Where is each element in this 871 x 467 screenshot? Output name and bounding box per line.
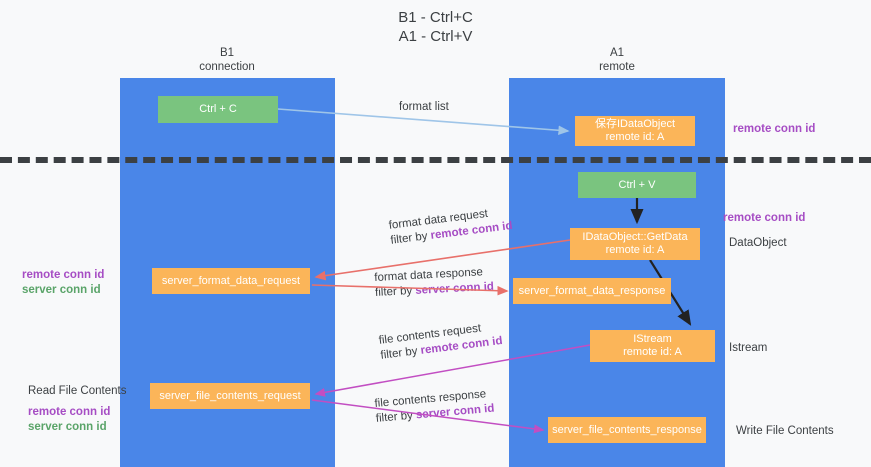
- annotation-istream-text: Istream: [729, 342, 768, 354]
- node-istream-sublabel: remote id: A: [623, 346, 682, 358]
- node-ctrl-c-label: Ctrl + C: [199, 103, 237, 115]
- node-server-format-data-request[interactable]: server_format_data_request: [152, 268, 310, 294]
- column-header-b1-line1: B1: [219, 47, 235, 59]
- phase-divider: [0, 157, 871, 163]
- annotation-remote-conn-id-top-text: remote conn id: [733, 123, 816, 135]
- node-server-file-contents-request[interactable]: server_file_contents_request: [150, 383, 310, 409]
- page-title: B1 - Ctrl+C A1 - Ctrl+V: [0, 8, 871, 46]
- filter-prefix: filter by: [389, 229, 432, 247]
- edge-label-file-contents-request: file contents request filter by remote c…: [378, 319, 503, 364]
- node-getdata-sublabel: remote id: A: [605, 244, 665, 256]
- column-header-a1-line1: A1: [609, 47, 625, 59]
- annotation-dataobject: DataObject: [729, 236, 787, 251]
- title-line-2: A1 - Ctrl+V: [398, 28, 473, 45]
- edge-label-format-data-request: format data request filter by remote con…: [388, 204, 513, 249]
- title-line-1: B1 - Ctrl+C: [398, 9, 473, 26]
- annotation-left-bottom-remote-conn-id: remote conn id: [28, 406, 111, 418]
- node-server-file-contents-response[interactable]: server_file_contents_response: [548, 417, 706, 443]
- node-ctrl-v[interactable]: Ctrl + V: [578, 172, 696, 198]
- annotation-write-file-contents-text: Write File Contents: [736, 425, 834, 437]
- filter-prefix: filter by: [374, 284, 416, 299]
- annotation-left-conn-ids: remote conn id server conn id: [22, 268, 104, 298]
- filter-key-server-conn-id: server conn id: [415, 280, 495, 297]
- filter-prefix: filter by: [375, 409, 417, 425]
- edge-label-format-list-text: format list: [399, 101, 449, 113]
- node-idataobject-getdata[interactable]: IDataObject::GetData remote id: A: [570, 228, 700, 260]
- annotation-read-file-contents: Read File Contents remote conn id server…: [28, 384, 126, 435]
- node-server-file-contents-request-label: server_file_contents_request: [159, 389, 301, 402]
- annotation-read-file-contents-text: Read File Contents: [28, 385, 127, 397]
- annotation-left-bottom-server-conn-id: server conn id: [28, 421, 107, 433]
- node-idataobject[interactable]: 保存IDataObject remote id: A: [575, 116, 695, 146]
- annotation-write-file-contents: Write File Contents: [736, 424, 834, 439]
- annotation-remote-conn-id-mid-text: remote conn id: [723, 212, 806, 224]
- edge-label-format-data-response: format data response filter by server co…: [374, 265, 494, 301]
- annotation-remote-conn-id-mid: remote conn id: [723, 211, 805, 226]
- node-server-format-data-response[interactable]: server_format_data_response: [513, 278, 671, 304]
- node-server-format-data-request-label: server_format_data_request: [161, 274, 301, 287]
- annotation-left-remote-conn-id: remote conn id: [22, 269, 105, 281]
- annotation-dataobject-text: DataObject: [729, 237, 787, 249]
- node-server-format-data-response-label: server_format_data_response: [518, 284, 666, 297]
- column-header-b1-line2: connection: [199, 61, 255, 73]
- edge-label-file-contents-response: file contents response filter by server …: [374, 387, 495, 427]
- column-header-b1: B1 connection: [147, 46, 307, 74]
- filter-prefix: filter by: [379, 344, 422, 362]
- node-istream[interactable]: IStream remote id: A: [590, 330, 715, 362]
- annotation-remote-conn-id-top: remote conn id: [733, 122, 815, 137]
- node-idataobject-sublabel: remote id: A: [605, 131, 665, 143]
- node-istream-label: IStream: [633, 333, 672, 345]
- node-ctrl-c[interactable]: Ctrl + C: [158, 96, 278, 123]
- column-header-a1-line2: remote: [599, 61, 635, 73]
- annotation-left-server-conn-id: server conn id: [22, 284, 101, 296]
- column-header-a1: A1 remote: [537, 46, 697, 74]
- node-idataobject-label: 保存IDataObject: [594, 118, 676, 130]
- node-server-file-contents-response-label: server_file_contents_response: [552, 423, 702, 436]
- annotation-istream: Istream: [729, 341, 767, 356]
- edge-label-format-list: format list: [399, 100, 449, 115]
- node-ctrl-v-label: Ctrl + V: [618, 178, 656, 191]
- node-getdata-label: IDataObject::GetData: [582, 231, 688, 243]
